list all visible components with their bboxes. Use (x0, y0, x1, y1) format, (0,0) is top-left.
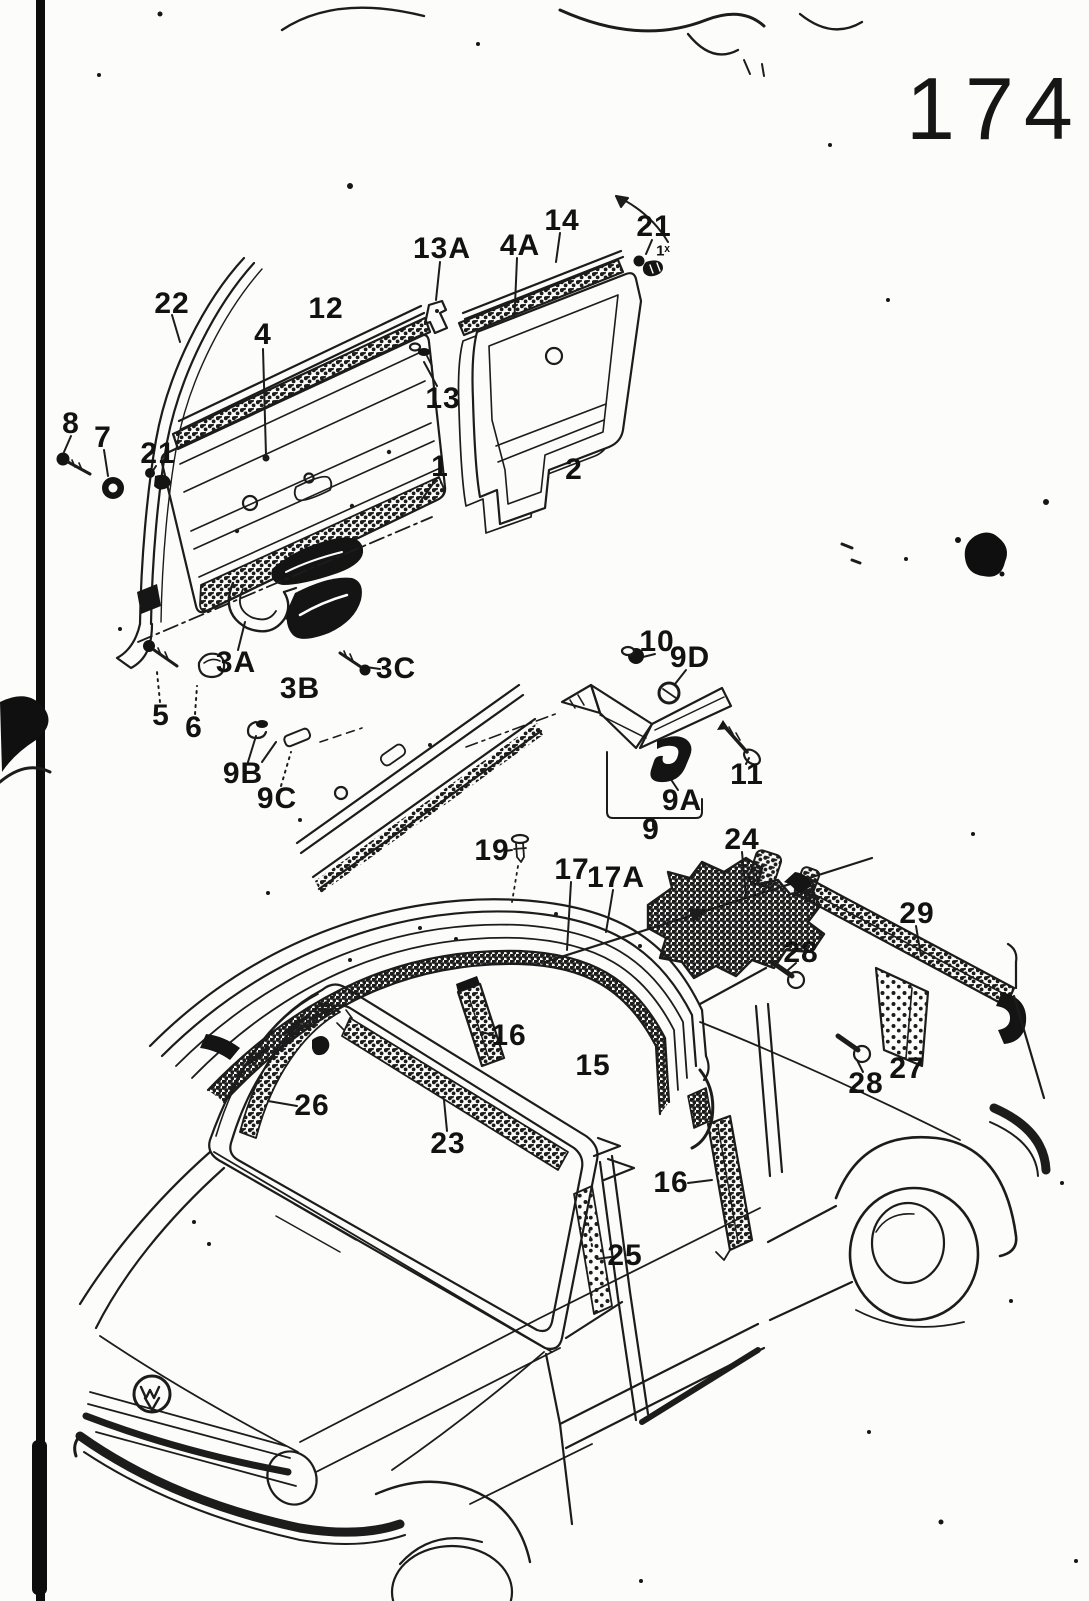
part-label-9c: 9C (256, 782, 298, 815)
part-label-16-upper: 16 (491, 1019, 527, 1052)
part-label-15: 15 (575, 1049, 611, 1082)
part-label-26: 26 (294, 1089, 330, 1122)
part-label-25: 25 (607, 1239, 643, 1272)
part-label-28-upper: 28 (783, 936, 819, 969)
lower-strip-drawing (246, 683, 559, 893)
quarter-panel-drawing (408, 249, 663, 534)
part-label-21-door: 21 (140, 437, 176, 470)
part-label-12: 12 (308, 292, 344, 325)
qty-note-21: 1ˣ (656, 242, 670, 260)
part-label-22: 22 (154, 287, 190, 320)
part-label-24: 24 (724, 823, 760, 856)
armrest-9-drawing (510, 645, 761, 903)
part-label-27: 27 (889, 1052, 925, 1085)
part-label-13: 13 (425, 382, 461, 415)
part-label-8: 8 (62, 407, 80, 440)
part-label-17: 17 (554, 853, 590, 886)
page-number: 174 (906, 59, 1083, 158)
truck-drawing (73, 849, 1051, 1601)
part-label-1: 1 (431, 450, 449, 483)
part-label-3b: 3B (279, 672, 321, 705)
part-label-19: 19 (474, 834, 510, 867)
door-panel-drawing (137, 304, 447, 643)
part-label-5: 5 (152, 699, 170, 732)
armrest-3-drawing (143, 577, 371, 679)
part-label-2: 2 (565, 453, 583, 486)
part-label-14: 14 (544, 204, 580, 237)
part-label-3c: 3C (375, 652, 417, 685)
part-label-9a: 9A (661, 784, 703, 817)
part-label-4a: 4A (499, 229, 541, 262)
part-label-9: 9 (642, 813, 660, 846)
part-label-11: 11 (730, 758, 764, 791)
part-label-3a: 3A (215, 646, 257, 679)
part-label-21-top: 21 (636, 210, 672, 243)
part-label-29: 29 (899, 897, 935, 930)
part-label-13a: 13A (412, 232, 472, 265)
part-label-16-lower: 16 (653, 1166, 689, 1199)
part-label-10: 10 (639, 625, 675, 658)
part-label-28-lower: 28 (848, 1067, 884, 1100)
part-label-4: 4 (254, 318, 272, 351)
part-label-7: 7 (94, 421, 112, 454)
part-label-6: 6 (185, 711, 203, 744)
part-label-23: 23 (430, 1127, 466, 1160)
part-label-9b: 9B (222, 757, 264, 790)
fasteners-left-drawing (56, 452, 171, 499)
part-label-9d: 9D (669, 641, 711, 674)
part-label-17a: 17A (586, 861, 646, 894)
